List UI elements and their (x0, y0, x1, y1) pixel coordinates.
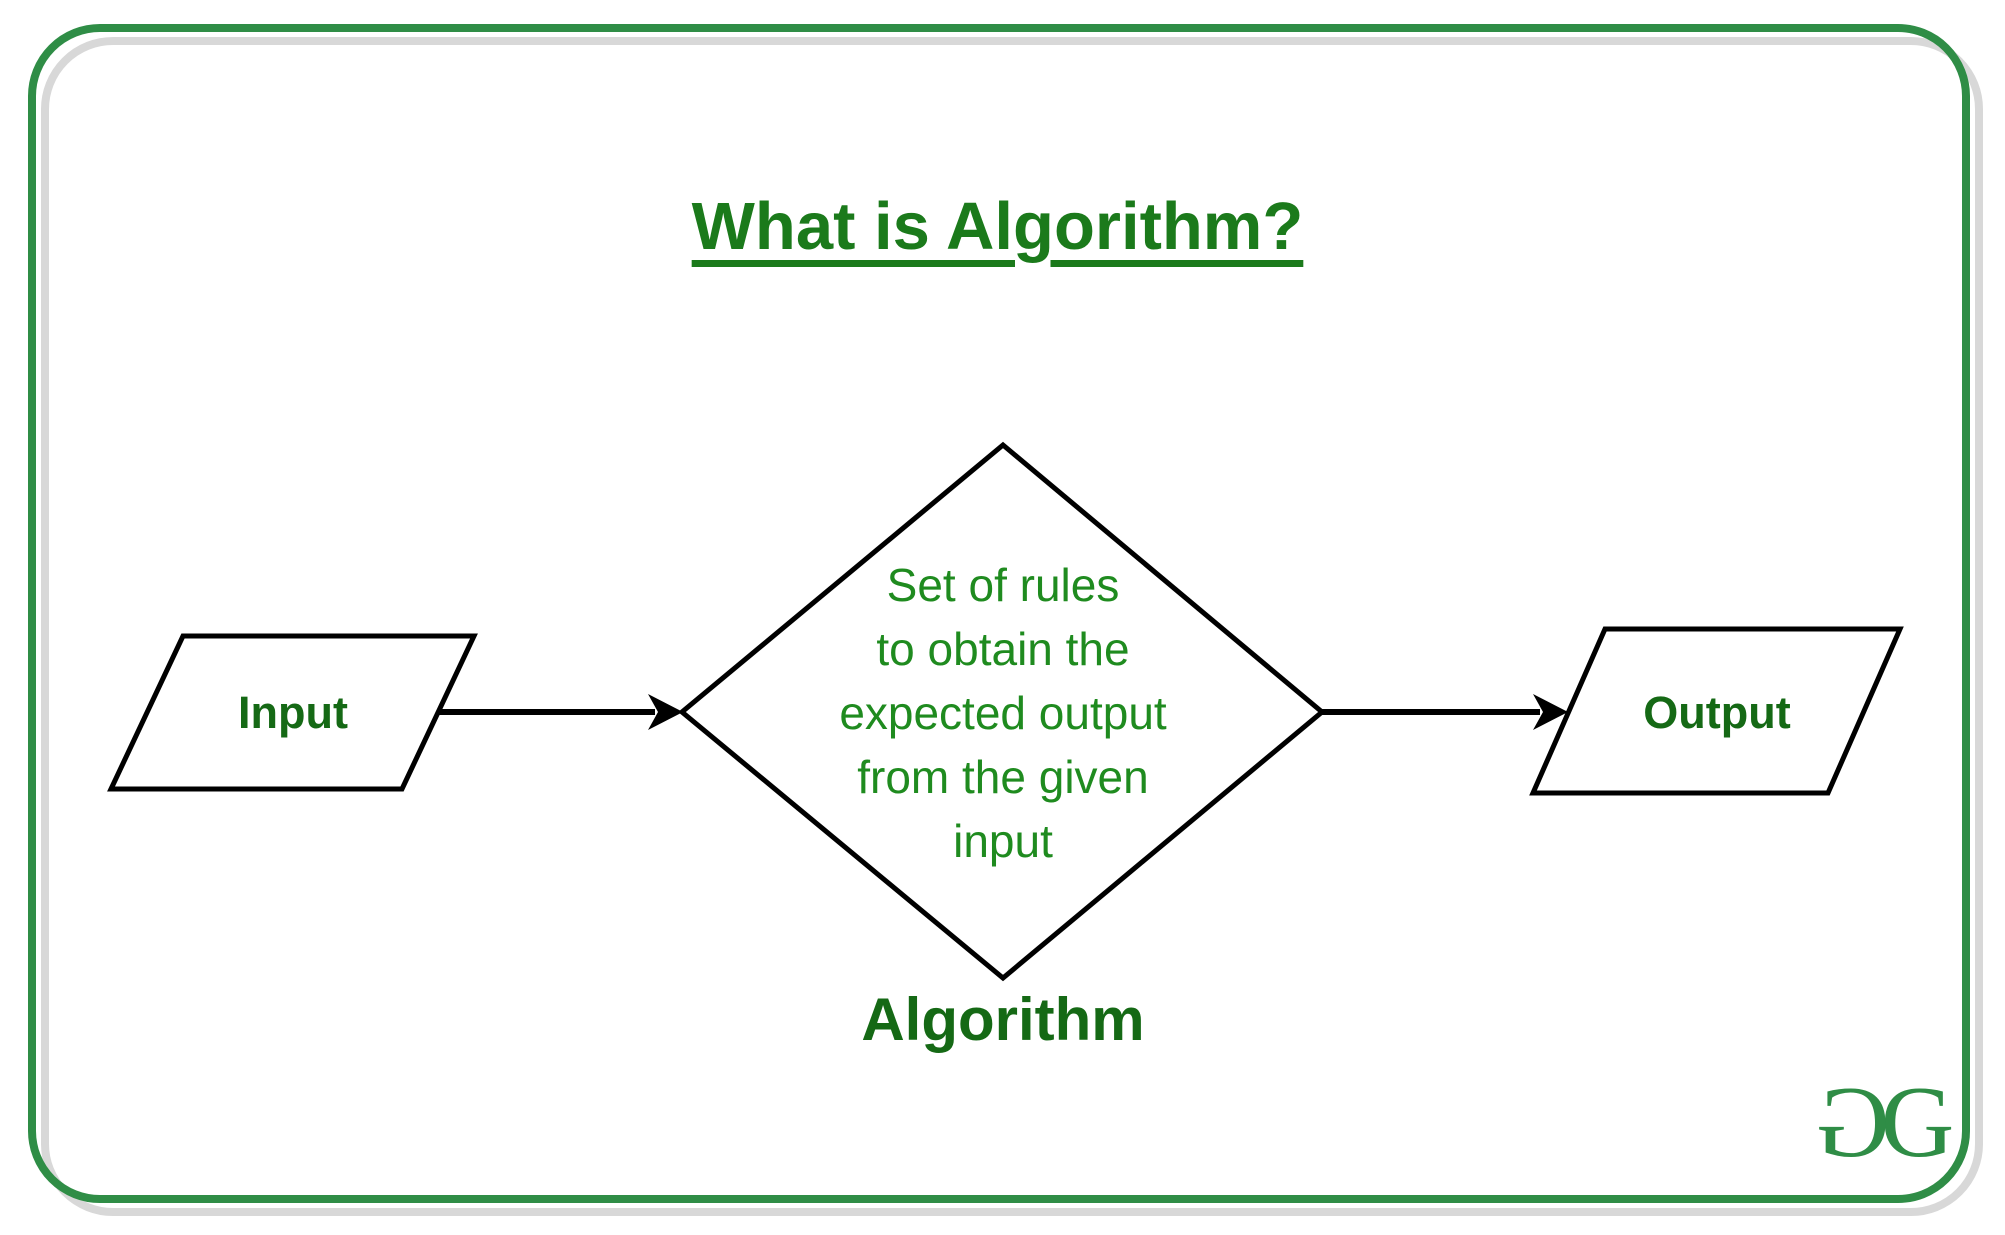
geeksforgeeks-logo-icon: GG (1816, 1066, 1955, 1179)
arrow-algorithm-to-output-head (1533, 694, 1568, 730)
logo-g-glyph: G (1880, 1066, 1955, 1179)
input-label: Input (238, 687, 348, 738)
page-title: What is Algorithm? (691, 189, 1304, 264)
logo-g-flipped-glyph: G (1816, 1066, 1890, 1179)
input-parallelogram-shape (107, 633, 478, 792)
algorithm-description: Set of rules to obtain the expected outp… (839, 559, 1167, 867)
card-border (28, 24, 1970, 1203)
output-label: Output (1643, 687, 1791, 738)
algorithm-label: Algorithm (861, 986, 1145, 1053)
arrow-input-to-algorithm-head (648, 694, 683, 730)
card-border-shadow (41, 37, 1983, 1216)
algorithm-diamond-shape (678, 441, 1326, 982)
output-parallelogram-shape (1529, 626, 1904, 796)
